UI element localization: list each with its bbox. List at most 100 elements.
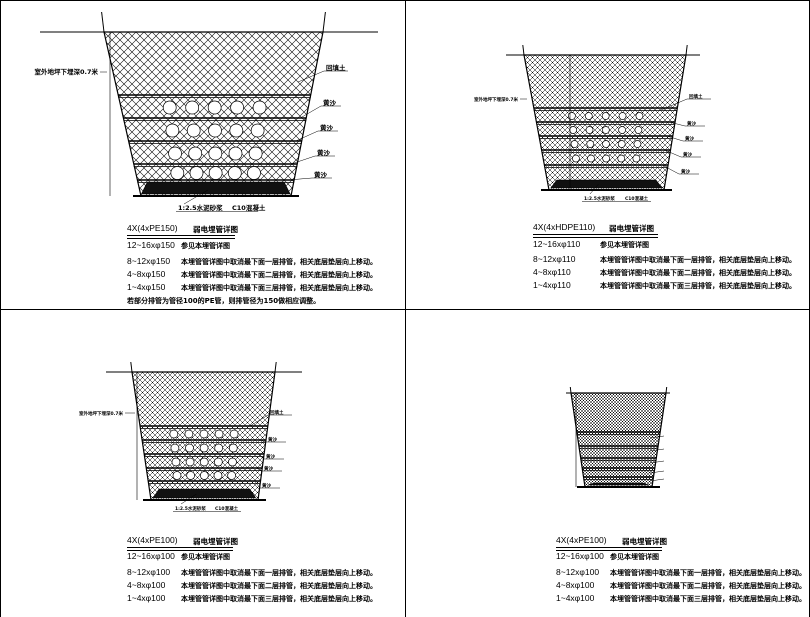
panel-4-row-2-desc: 本埋管管详图中取消最下面二层排管，相关底层垫层向上移动。: [610, 582, 806, 590]
pipe: [186, 123, 201, 138]
label-sand: 黄沙: [323, 98, 337, 107]
panel-1-footnote: 若部分排管为管径100的PE管，则排管径为150做相应调整。: [127, 297, 321, 305]
label-sand: 黄沙: [681, 168, 690, 175]
panel-3-spec-head-desc: 参见本埋管详图: [181, 553, 230, 561]
panel-3-row-3-spec: 1~4xφ100: [127, 593, 166, 603]
leader-line: [257, 453, 265, 460]
panel-4-row-1-desc: 本埋管管详图中取消最下面一层排管，相关底层垫层向上移动。: [610, 569, 806, 577]
panel-2-title-underline: [533, 234, 658, 235]
pipe: [207, 100, 222, 115]
concrete-base: [140, 181, 291, 195]
pipe: [169, 429, 179, 439]
pipe: [586, 140, 595, 148]
pipe: [250, 123, 265, 138]
pipe: [199, 457, 209, 467]
pipe: [185, 443, 194, 453]
leader-line: [180, 493, 197, 505]
panel-4-row-1-spec: 8~12xφ100: [556, 567, 600, 577]
pipe: [170, 166, 185, 180]
panel-2-title-name: 弱电埋管详图: [609, 224, 654, 233]
panel-1-title-name: 弱电埋管详图: [193, 225, 238, 234]
panel-4-spec-head: 12~16xφ100 参见本埋管详图: [556, 551, 659, 561]
label-sand: 黄沙: [687, 120, 696, 127]
leader-line: [295, 130, 319, 142]
panel-3-row-1-spec: 8~12xφ100: [127, 567, 171, 577]
concrete-base: [550, 179, 663, 189]
panel-2-row-3: 1~4xφ110 本埋管管详图中取消最下面三层排管，相关底层垫层向上移动。: [533, 280, 796, 290]
panel-3-row-1: 8~12xφ100 本埋管管详图中取消最下面一层排管，相关底层垫层向上移动。: [127, 567, 377, 577]
pipe: [214, 429, 224, 439]
slope-line-left: [522, 44, 525, 56]
panel-4-row-2-spec: 4~8xφ100: [556, 580, 595, 590]
label-concrete: C10混凝土: [215, 505, 239, 512]
panel-2-row-3-spec: 1~4xφ110: [533, 280, 571, 290]
pipe: [229, 429, 239, 439]
panel-2-row-3-desc: 本埋管管详图中取消最下面三层排管，相关底层垫层向上移动。: [600, 282, 796, 290]
slope-line-right: [274, 361, 277, 373]
panel-4-row-3-spec: 1~4xφ100: [556, 593, 595, 603]
concrete-base: [588, 482, 649, 486]
label-sand: 黄沙: [320, 123, 334, 132]
panel-4-spec-head-value: 12~16xφ100: [556, 551, 604, 561]
pipe: [618, 112, 627, 120]
label-sand: 黄沙: [268, 436, 277, 443]
label-tick: [649, 470, 665, 474]
pipe: [587, 154, 595, 163]
pipe: [247, 166, 261, 180]
pipe: [617, 154, 626, 163]
pipe: [572, 154, 580, 163]
leader-line: [664, 149, 682, 158]
pipe: [199, 429, 209, 439]
label-concrete: C10混凝土: [232, 203, 266, 212]
panel-4-row-1: 8~12xφ100 本埋管管详图中取消最下面一层排管，相关底层垫层向上移动。: [556, 567, 806, 577]
pipe: [189, 166, 204, 180]
panel-2-row-2-desc: 本埋管管详图中取消最下面二层排管，相关底层垫层向上移动。: [600, 269, 796, 277]
panel-1-title-underline-2: [127, 238, 235, 239]
panel-4-title-underline-2: [556, 550, 662, 551]
panel-1-spec-head: 12~16xφ150 参见本埋管详图: [127, 240, 230, 250]
panel-2-title-underline-2: [533, 237, 658, 238]
pipe: [228, 457, 237, 467]
slope-line-right: [665, 386, 668, 394]
panel-1-title-underline: [127, 235, 235, 236]
panel-1-row-3: 1~4xφ150 本埋管管详图中取消最下面三层排管，相关底层垫层向上移动。: [127, 282, 377, 292]
pipe: [172, 471, 182, 480]
pipe: [248, 146, 263, 161]
panel-1-spec-head-value: 12~16xφ150: [127, 240, 175, 250]
label-mortar: 1:2.5水泥砂浆: [175, 505, 206, 512]
pipe: [635, 112, 644, 120]
panel-2-title-id: 4X(4xHDPE110): [533, 222, 596, 232]
panel-2-row-1-desc: 本埋管管详图中取消最下面一层排管，相关底层垫层向上移动。: [600, 256, 796, 264]
panel-3-row-3-desc: 本埋管管详图中取消最下面三层排管，相关底层垫层向上移动。: [181, 595, 377, 603]
panel-3-row-2-spec: 4~8xφ100: [127, 580, 166, 590]
panel-4-title-id: 4X(4xPE100): [556, 535, 607, 545]
panel-1-row-3-spec: 1~4xφ150: [127, 282, 166, 292]
leader-line: [249, 414, 269, 427]
pipe: [184, 429, 194, 439]
pipe: [171, 457, 181, 467]
label-sand: 黄沙: [683, 151, 692, 158]
leader-line: [288, 177, 313, 181]
label-mortar: 1:2.5水泥砂浆: [178, 203, 223, 212]
pipe: [568, 112, 576, 120]
pipe: [199, 443, 209, 453]
label-mortar: 1:2.5水泥砂浆: [584, 195, 615, 202]
panel-1-row-2-desc: 本埋管管详图中取消最下面二层排管，相关底层垫层向上移动。: [181, 271, 377, 279]
pipe: [634, 126, 643, 134]
panel-3-title-underline-2: [127, 550, 233, 551]
trench-section-4: [566, 386, 670, 488]
pipe: [228, 146, 243, 161]
pipe: [569, 126, 578, 134]
pipe: [584, 112, 593, 120]
pipe: [213, 457, 223, 467]
pipe: [208, 123, 222, 138]
pipe: [208, 166, 223, 180]
pipe: [213, 471, 223, 480]
panel-3-row-1-desc: 本埋管管详图中取消最下面一层排管，相关底层垫层向上移动。: [181, 569, 377, 577]
label-sand: 黄沙: [264, 465, 273, 472]
label-sand: 黄沙: [685, 135, 694, 142]
pipe: [199, 471, 209, 480]
pipe: [602, 140, 610, 148]
